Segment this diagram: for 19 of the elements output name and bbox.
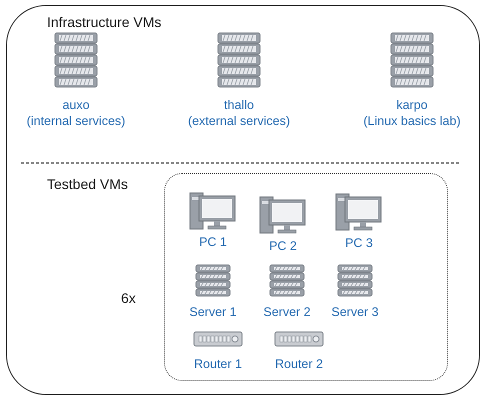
device-label: Server 1 — [189, 304, 237, 320]
section-heading: Infrastructure VMs — [47, 14, 162, 30]
multiplier-label: 6x — [121, 290, 136, 306]
device-label: (external services) — [188, 113, 290, 129]
device-label: PC 1 — [199, 234, 227, 250]
device-label: (Linux basics lab) — [363, 113, 461, 129]
device-label: Router 2 — [275, 356, 323, 372]
device-label: thallo — [224, 97, 254, 113]
device-label: Router 1 — [194, 356, 242, 372]
device-label: PC 2 — [269, 238, 297, 254]
group-box — [164, 173, 448, 381]
device-label: karpo — [396, 97, 428, 113]
device-label: PC 3 — [345, 235, 373, 251]
device-label: Server 2 — [263, 304, 311, 320]
device-label: auxo — [62, 97, 90, 113]
device-label: Server 3 — [331, 304, 379, 320]
device-label: (internal services) — [26, 113, 126, 129]
section-heading: Testbed VMs — [47, 176, 128, 192]
container-box — [6, 5, 480, 395]
